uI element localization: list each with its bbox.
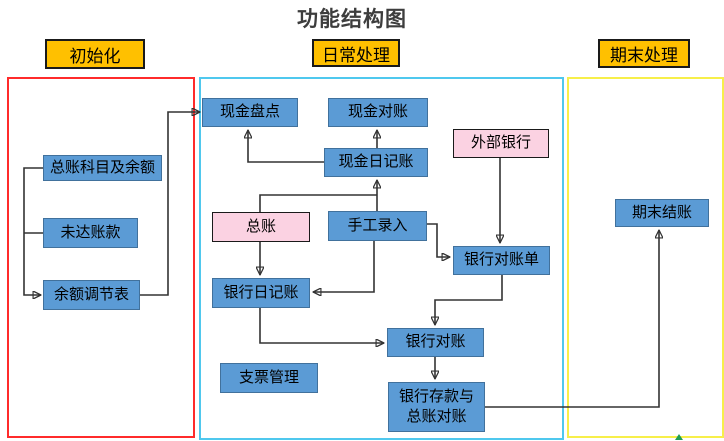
node-bank-journal: 银行日记账	[212, 278, 310, 308]
corner-marker-icon	[675, 434, 683, 440]
node-external-bank: 外部银行	[453, 129, 549, 158]
node-gl-accounts-and-balances: 总账科目及余额	[43, 155, 162, 181]
edge-gl-accounts-to-balance-adjustment	[23, 167, 43, 295]
node-check-management: 支票管理	[220, 363, 318, 393]
edge-manual-entry-to-bank-statement	[427, 223, 450, 257]
section-header-daily-processing: 日常处理	[312, 39, 400, 67]
edge-balance-adjustment-to-cash-count	[140, 112, 200, 296]
node-general-ledger: 总账	[212, 212, 310, 242]
node-cash-count: 现金盘点	[202, 98, 298, 127]
section-frame-period-end-processing	[567, 77, 724, 438]
node-cash-journal: 现金日记账	[324, 148, 428, 177]
node-outstanding-items: 未达账款	[43, 218, 138, 248]
edge-bank-statement-to-bank-reconciliation	[435, 275, 503, 325]
section-frame-daily-processing	[199, 77, 564, 440]
page-title: 功能结构图	[297, 8, 407, 31]
edge-bank-journal-to-bank-reconciliation	[259, 308, 384, 343]
section-frame-initialization	[7, 77, 195, 438]
section-header-period-end-processing: 期末处理	[598, 39, 690, 68]
node-period-end-closing: 期末结账	[615, 199, 709, 227]
node-bank-reconciliation: 银行对账	[387, 328, 484, 357]
node-balance-adjustment-table: 余额调节表	[43, 280, 140, 310]
node-bank-statement: 银行对账单	[453, 246, 550, 275]
edge-manual-entry-to-bank-journal	[313, 241, 375, 292]
node-manual-entry: 手工录入	[328, 211, 427, 241]
node-cash-reconciliation: 现金对账	[328, 98, 428, 127]
edge-general-ledger-to-cash-journal-branch	[259, 194, 377, 212]
edge-deposit-gl-recon-to-period-end-closing	[485, 230, 659, 408]
edge-cash-journal-to-cash-count	[248, 130, 324, 163]
node-bank-deposit-gl-reconciliation: 银行存款与 总账对账	[388, 382, 485, 432]
section-header-initialization: 初始化	[45, 39, 145, 69]
